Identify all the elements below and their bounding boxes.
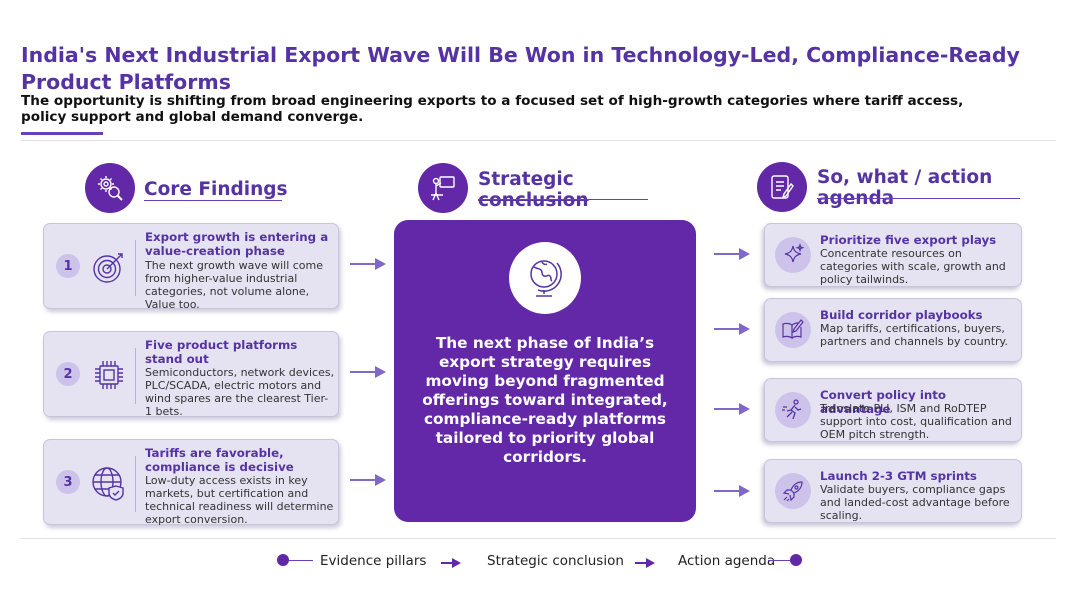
- finding-card-1: 1 Export growth is entering a value-crea…: [43, 223, 339, 311]
- strategic-conclusion-heading: Strategic conclusion: [478, 169, 589, 211]
- runner-icon: [775, 392, 811, 428]
- strategic-heading-line1: Strategic: [478, 169, 574, 190]
- legend-strategic-conclusion: Strategic conclusion: [487, 553, 624, 569]
- finding-card-3: 3 Tariffs are favorable, compliance is d…: [43, 439, 339, 526]
- action-card-1: Prioritize five export plays Concentrate…: [764, 223, 1022, 287]
- arrow-right-icon: [714, 248, 750, 260]
- core-findings-label: Core Findings: [144, 179, 288, 200]
- action-title: Prioritize five export plays: [820, 233, 997, 247]
- arrow-right-icon: [714, 323, 750, 335]
- action-title: Build corridor playbooks: [820, 308, 983, 322]
- arrow-right-icon: [714, 485, 750, 497]
- globe-shield-icon: [90, 464, 128, 502]
- checklist-icon: [757, 162, 807, 212]
- finding-body: Low-duty access exists in key markets, b…: [145, 474, 334, 526]
- action-card-2: Build corridor playbooks Map tariffs, ce…: [764, 298, 1022, 362]
- action-card-4: Launch 2-3 GTM sprints Validate buyers, …: [764, 459, 1022, 523]
- finding-body: Semiconductors, network devices, PLC/SCA…: [145, 366, 335, 418]
- arrow-right-icon: [350, 474, 386, 486]
- action-heading-underline: [817, 198, 1020, 199]
- card-divider: [135, 240, 136, 296]
- sparkle-icon: [775, 237, 811, 273]
- action-body: Validate buyers, compliance gaps and lan…: [820, 483, 1010, 522]
- action-agenda-heading: So, what / action agenda: [817, 167, 992, 209]
- book-pen-icon: [775, 312, 811, 348]
- card-divider: [135, 348, 136, 404]
- finding-number-badge: 3: [56, 470, 80, 494]
- target-icon: [90, 248, 128, 286]
- header-divider: [21, 140, 1056, 141]
- page-subtitle: The opportunity is shifting from broad e…: [21, 93, 964, 125]
- finding-title: Export growth is entering a value-creati…: [145, 230, 329, 258]
- finding-title: Five product platforms stand out: [145, 338, 298, 366]
- conclusion-statement: The next phase of India’s export strateg…: [422, 334, 668, 466]
- action-body: Map tariffs, certifications, buyers, par…: [820, 322, 1008, 348]
- footer-divider: [21, 538, 1056, 539]
- strategic-heading-line2: conclusion: [478, 190, 589, 211]
- legend-start-line: [289, 560, 313, 561]
- action-title: Launch 2-3 GTM sprints: [820, 469, 977, 483]
- gear-magnifier-icon: [85, 163, 135, 213]
- finding-title: Tariffs are favorable, compliance is dec…: [145, 446, 294, 474]
- presenter-icon: [418, 163, 468, 213]
- core-findings-heading: Core Findings: [144, 179, 288, 200]
- page-title: India's Next Industrial Export Wave Will…: [21, 43, 1020, 94]
- legend-evidence-pillars: Evidence pillars: [320, 553, 427, 569]
- legend-end-dot: [790, 554, 802, 566]
- action-card-3: Convert policy into advantage Translate …: [764, 378, 1022, 442]
- rocket-icon: [775, 473, 811, 509]
- legend-arrow-icon: [635, 558, 655, 568]
- globe-stand-icon: [509, 242, 581, 314]
- legend-arrow-icon: [441, 558, 461, 568]
- legend-start-dot: [277, 554, 289, 566]
- chip-icon: [90, 356, 128, 394]
- legend-action-agenda: Action agenda: [678, 553, 776, 569]
- action-heading-line1: So, what / action: [817, 167, 993, 188]
- finding-body: The next growth wave will come from high…: [145, 259, 324, 311]
- action-body: Concentrate resources on categories with…: [820, 247, 1006, 286]
- arrow-right-icon: [350, 366, 386, 378]
- title-accent-bar: [21, 132, 103, 135]
- action-body: Translate PLI, ISM and RoDTEP support in…: [820, 402, 1012, 441]
- finding-card-2: 2 Five product platforms stand out Semic…: [43, 331, 339, 418]
- action-title: Convert policy into advantage: [820, 388, 947, 416]
- finding-number-badge: 1: [56, 254, 80, 278]
- arrow-right-icon: [350, 258, 386, 270]
- strategic-heading-underline: [478, 199, 648, 200]
- finding-number-badge: 2: [56, 362, 80, 386]
- legend-end-line: [768, 560, 792, 561]
- arrow-right-icon: [714, 403, 750, 415]
- strategic-conclusion-box: The next phase of India’s export strateg…: [394, 220, 696, 522]
- card-divider: [135, 456, 136, 512]
- core-findings-underline: [144, 200, 282, 201]
